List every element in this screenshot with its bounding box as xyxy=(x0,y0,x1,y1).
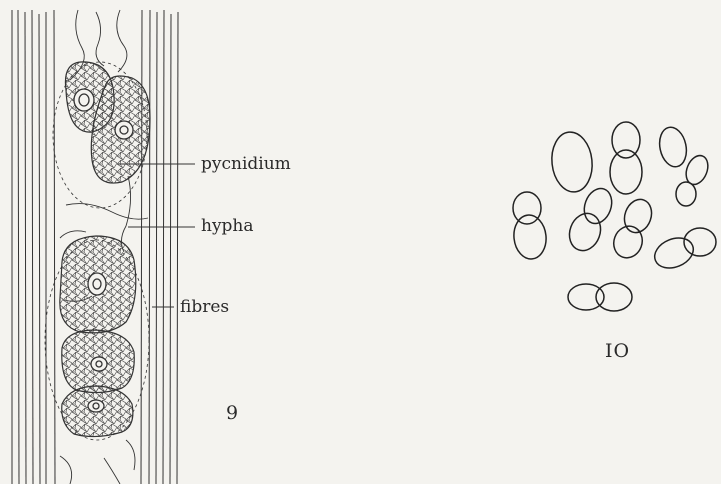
spore xyxy=(609,196,656,262)
figure-10-number: IO xyxy=(605,342,630,361)
fibres-right xyxy=(141,10,178,484)
spore xyxy=(650,228,716,273)
spore xyxy=(610,122,642,194)
label-hypha: hypha xyxy=(201,218,254,235)
figure-9-drawing xyxy=(12,10,195,484)
spore xyxy=(656,125,690,170)
spore xyxy=(676,152,712,206)
spore xyxy=(564,185,616,255)
label-pycnidium: pycnidium xyxy=(201,156,291,173)
pycnidium-cells xyxy=(60,62,150,437)
spore xyxy=(549,130,595,194)
figure-9-number: 9 xyxy=(226,404,238,423)
figure-10-spores xyxy=(512,122,716,311)
spore xyxy=(568,283,632,311)
spore xyxy=(512,192,548,261)
label-fibres: fibres xyxy=(180,299,229,316)
fibres-left xyxy=(12,10,55,484)
